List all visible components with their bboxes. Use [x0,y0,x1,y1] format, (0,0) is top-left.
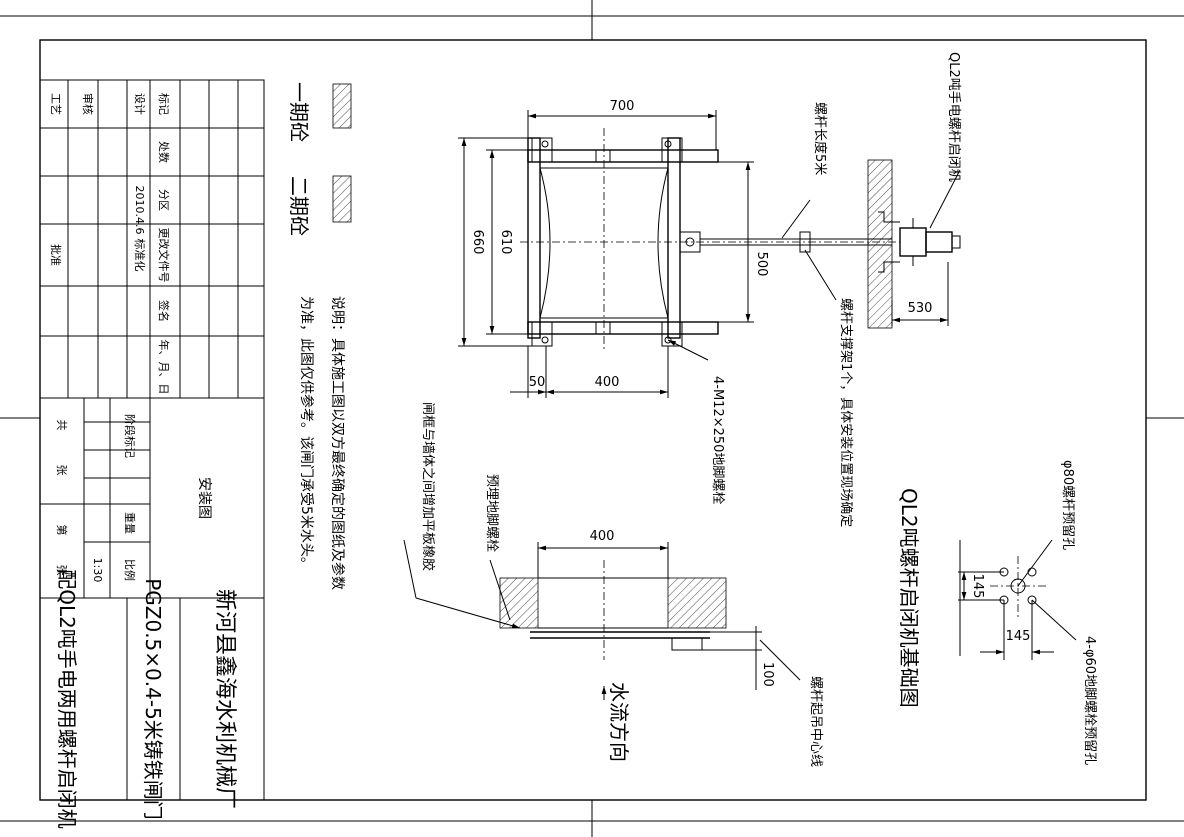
foundation-title: QL2吨螺杆启闭机基础图 [897,488,921,708]
foundation-dim-145-h: 145 [1006,629,1031,644]
notes: 说明：具体施工图以双方最终确定的图纸及参数 为准，此图仅供参考。该闸门承受5米水… [298,296,346,590]
drawing-border [39,39,1147,801]
hole-80-label: φ80螺杆预留孔 [1060,460,1075,550]
company-name: 新河县鑫海水利机械厂 [212,589,237,809]
label-review: 审核 [81,93,95,115]
revision-table [39,79,265,399]
label-count: 处数 [157,141,170,163]
label-mark: 标记 [157,93,171,115]
label-design: 设计 [133,93,146,115]
first-stage-label: 一期砼 [287,82,311,142]
label-weight: 重量 [123,512,137,534]
screw-length-label: 螺杆长度5米 [812,102,828,175]
label-scale: 比例 [123,559,137,581]
label-process: 工艺 [49,93,62,115]
foundation-dim-145-v: 145 [970,574,985,599]
legend-labels: 一期砼 二期砼 [287,82,311,236]
label-standardize: 标准化 [133,239,147,272]
product-name: PGZ0.5×0.4-5米铸铁闸门 [141,578,165,820]
gap-note: 闸框与墙体之间增加平板橡胶 [420,402,436,571]
revision-table-labels: 标记 处数 分区 更改文件号 签名 年、月、日 设计 2010.4.6 标准化 … [49,93,171,395]
label-date: 年、月、日 [157,340,171,395]
dim-660: 660 [470,230,485,255]
label-zone: 分区 [157,189,170,211]
holes-60-label: 4-φ60地脚螺栓预留孔 [1082,636,1098,765]
drawing-name: 安装图 [196,477,212,519]
dim-400: 400 [595,375,620,390]
second-stage-concrete-swatch [332,175,352,223]
dim-610: 610 [498,230,513,255]
anchor-bolts-label: 4-M12×250地脚螺栓 [710,376,726,504]
label-sign: 签名 [157,300,171,322]
second-stage-label: 二期砼 [287,176,311,236]
label-approve: 批准 [49,244,63,266]
scale-value: 1:30 [91,558,104,583]
dim-500: 500 [754,252,769,277]
accessory-name: 配QL2吨手电两用螺杆启闭机 [55,569,79,829]
dim-700: 700 [610,99,635,114]
title-info-table [39,397,265,801]
label-stage: 阶段标记 [123,414,137,458]
section-view-labels: 400 100 闸框与墙体之间增加平板橡胶 预埋地脚螺栓 水流方向 螺杆起吊中心… [420,402,823,767]
section-dim-100: 100 [760,662,775,687]
label-page: 第 [55,525,69,536]
title-info-labels: 阶段标记 重量 比例 1:30 共 张 第 张 安装图 [55,414,212,582]
dim-530: 530 [908,301,933,316]
notes-line-2: 为准，此图仅供参考。该闸门承受5米水头。 [298,296,315,571]
embedded-bolts-label: 预埋地脚螺栓 [484,474,500,552]
title-main-texts: 新河县鑫海水利机械厂 PGZ0.5×0.4-5米铸铁闸门 配QL2吨手电两用螺杆… [55,569,237,829]
label-change-doc: 更改文件号 [157,228,171,283]
dim-50: 50 [529,375,546,390]
section-dim-400: 400 [590,529,615,544]
front-view-labels: 700 660 610 500 530 50 400 4-M12×250地脚螺栓… [470,52,961,527]
lift-center-label: 螺杆起吊中心线 [808,676,823,767]
design-date: 2010.4.6 [133,186,146,235]
gate-plan-section [403,539,801,700]
foundation-labels: QL2吨螺杆启闭机基础图 φ80螺杆预留孔 4-φ60地脚螺栓预留孔 145 1… [897,460,1098,765]
first-stage-concrete-swatch [332,83,352,129]
hoist-wall-section [867,159,961,329]
label-page-sheet: 张 [55,565,68,576]
foundation-plan [958,539,1077,660]
screw-support-label: 螺杆支撑架1个，具体安装位置现场确定 [838,298,853,527]
label-sheet: 张 [55,465,68,476]
notes-line-1: 说明：具体施工图以双方最终确定的图纸及参数 [329,296,346,590]
hoist-label: QL2吨手电螺杆启闭机 [946,52,961,182]
label-total: 共 [55,420,68,431]
gate-front-view [520,128,900,350]
flow-direction-label: 水流方向 [607,682,631,762]
front-view-dimensions [458,110,961,398]
